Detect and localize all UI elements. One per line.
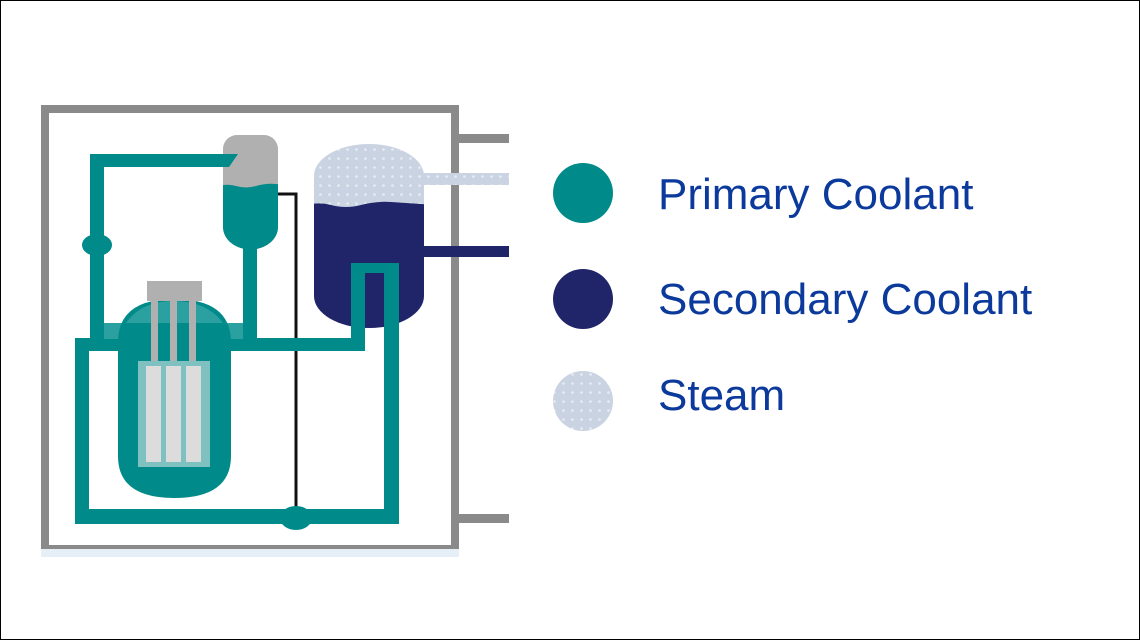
steam-generator xyxy=(314,144,424,328)
control-rod xyxy=(151,301,158,363)
reactor-vessel xyxy=(118,281,231,498)
control-rod xyxy=(170,301,177,363)
control-rod xyxy=(189,301,196,363)
dotted-circle-icon xyxy=(553,371,613,431)
legend-label: Steam xyxy=(658,371,786,420)
control-line xyxy=(278,192,298,521)
steam-line xyxy=(421,173,509,185)
outlet-stub-top xyxy=(459,134,509,143)
feedwater-line xyxy=(421,246,509,257)
pump-bottom-icon xyxy=(280,506,312,530)
pump-left-icon xyxy=(82,234,112,256)
fuel-assembly xyxy=(166,366,181,462)
fuel-assembly xyxy=(146,366,161,462)
containment-building xyxy=(41,105,509,557)
navy-circle-icon xyxy=(553,269,613,329)
pressurizer xyxy=(223,135,278,250)
teal-circle-icon xyxy=(553,163,613,223)
legend-label: Primary Coolant xyxy=(658,170,974,219)
control-rod-drive xyxy=(147,281,202,301)
fuel-assembly xyxy=(186,366,201,462)
outlet-stub-bottom xyxy=(459,514,509,523)
legend-label: Secondary Coolant xyxy=(658,275,1033,324)
